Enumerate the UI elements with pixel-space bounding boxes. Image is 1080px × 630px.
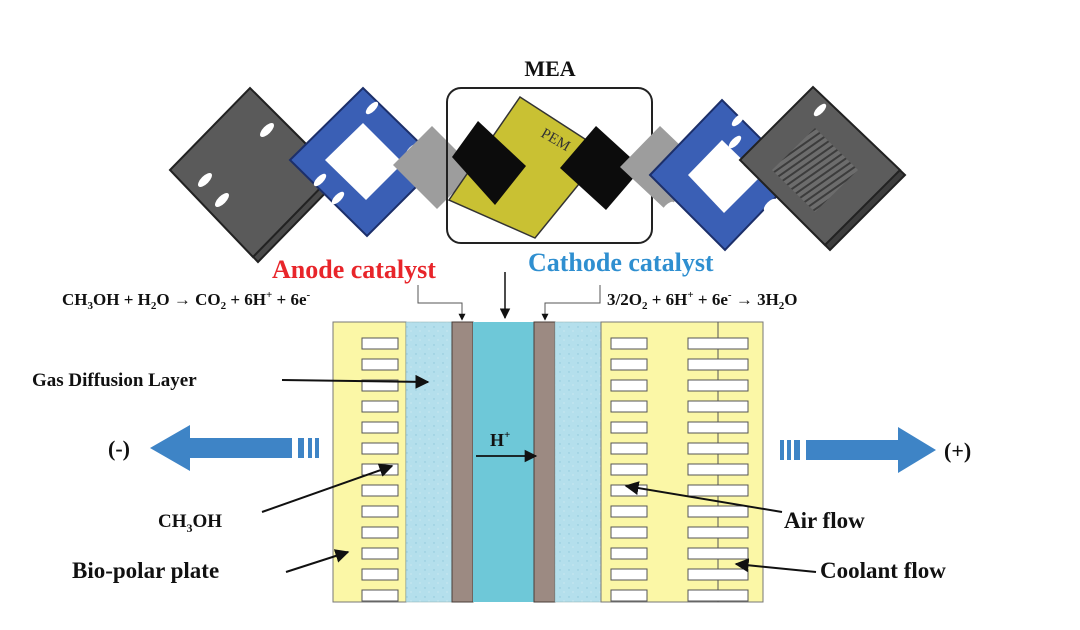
air-flow-channel [610, 568, 648, 581]
anode-electrode [452, 121, 526, 205]
air-flow-label: Air flow [784, 508, 865, 533]
negative-terminal-label: (-) [108, 436, 130, 461]
anode-gas-diffusion-layer [405, 321, 453, 603]
coolant-flow-arrow [734, 558, 817, 573]
ch3oh-arrow [261, 463, 394, 513]
cathode-catalyst-layer [533, 321, 556, 603]
coolant-flow-channel [687, 337, 749, 350]
air-flow-channel [610, 421, 648, 434]
air-flow-channel [610, 589, 648, 602]
coolant-flow-channel [687, 442, 749, 455]
coolant-flow-channel [687, 379, 749, 392]
anode-flow-channel [361, 484, 399, 497]
left-end-plate [168, 86, 342, 264]
anode-flow-channel [361, 547, 399, 560]
anode-flow-channel [361, 337, 399, 350]
negative-terminal-arrow [150, 425, 319, 471]
air-flow-channel [610, 505, 648, 518]
bipolar-plate-label: Bio-polar plate [72, 558, 219, 583]
positive-terminal-label: (+) [944, 438, 971, 463]
anode-catalyst-layer [451, 321, 474, 603]
anode-flow-channel [361, 358, 399, 371]
anode-flow-channel [361, 505, 399, 518]
coolant-flow-channel [687, 505, 749, 518]
anode-flow-channel [361, 421, 399, 434]
air-flow-channel [610, 547, 648, 560]
cathode-catalyst-label: Cathode catalyst [528, 248, 714, 277]
air-flow-channel [610, 442, 648, 455]
coolant-flow-label: Coolant flow [820, 558, 946, 583]
anode-flow-channel [361, 442, 399, 455]
coolant-flow-channel [687, 589, 749, 602]
air-flow-channel [610, 526, 648, 539]
bipolar-plate-arrow [285, 549, 350, 573]
cathode-electrode [560, 126, 642, 210]
anode-flow-channel [361, 379, 399, 392]
right-end-plate [738, 85, 907, 252]
mea-title: MEA [524, 56, 575, 81]
air-flow-channel [610, 400, 648, 413]
anode-flow-channel [361, 568, 399, 581]
proton-exchange-membrane [473, 322, 534, 602]
coolant-flow-channel [687, 568, 749, 581]
coolant-flow-channel [687, 547, 749, 560]
air-flow-channel [610, 358, 648, 371]
coolant-flow-channel [687, 463, 749, 476]
anode-catalyst-label: Anode catalyst [272, 255, 436, 284]
anode-flow-channel [361, 589, 399, 602]
air-flow-channel [610, 463, 648, 476]
cathode-catalyst-leader [541, 285, 601, 321]
cathode-reaction: 3/2O2 + 6H+ + 6e- → 3H2O [607, 289, 798, 312]
cell-cross-section [332, 321, 764, 603]
air-flow-channel [610, 337, 648, 350]
coolant-flow-channel [687, 484, 749, 497]
air-flow-arrow [624, 481, 783, 513]
right-blue-frame [648, 98, 799, 252]
anode-catalyst-leader [417, 285, 466, 321]
mea-exploded-view: PEM MEA [168, 56, 907, 264]
ch3oh-label: CH3OH [158, 511, 222, 535]
air-flow-channel [610, 379, 648, 392]
coolant-flow-channel [687, 400, 749, 413]
left-gasket [393, 126, 476, 209]
proton-label: H+ [490, 429, 510, 450]
coolant-flow-channel [687, 526, 749, 539]
coolant-flow-channel [687, 358, 749, 371]
gas-diffusion-layer-arrow [281, 374, 430, 389]
gas-diffusion-layer-label: Gas Diffusion Layer [32, 370, 197, 391]
pem-membrane: PEM [447, 95, 607, 239]
positive-terminal-arrow [780, 427, 936, 473]
coolant-flow-channel [687, 421, 749, 434]
anode-flow-channel [361, 526, 399, 539]
anode-flow-channel [361, 400, 399, 413]
cathode-gas-diffusion-layer [554, 321, 602, 603]
anode-reaction: CH3OH + H2O → CO2 + 6H+ + 6e- [62, 289, 311, 312]
